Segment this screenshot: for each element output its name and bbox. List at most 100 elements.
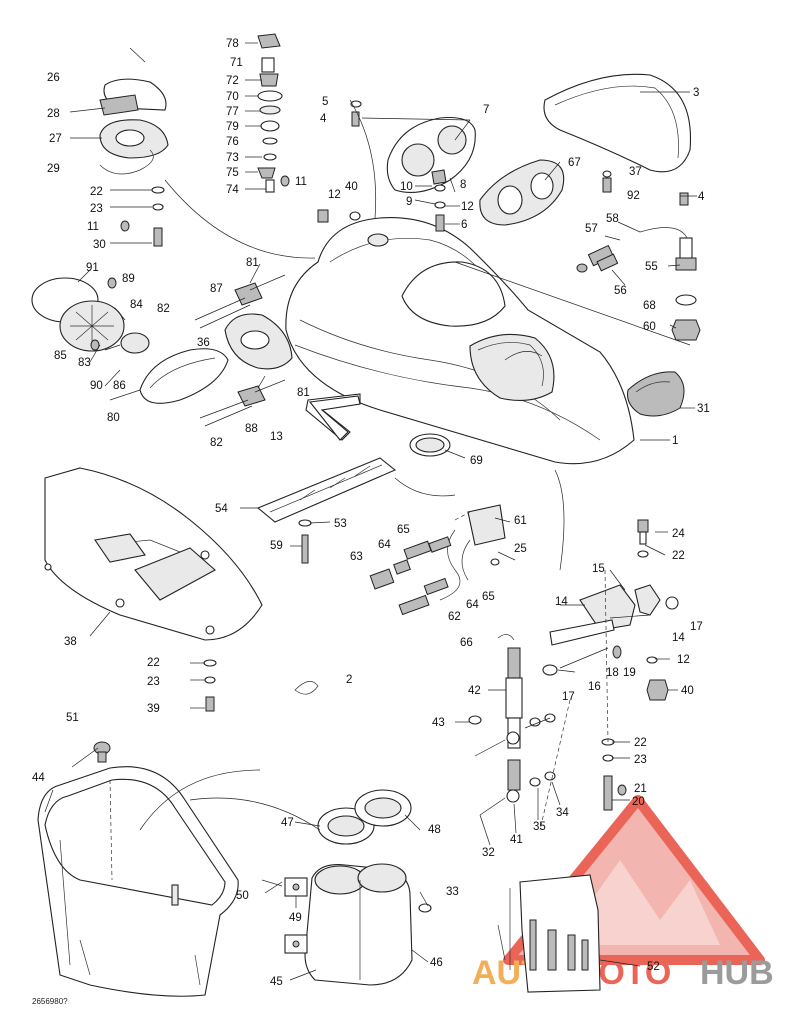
callout-11b: 11 (87, 221, 99, 233)
callout-82a: 82 (157, 303, 170, 315)
callout-78: 78 (226, 38, 239, 50)
callout-62: 62 (448, 611, 461, 623)
callout-89: 89 (122, 273, 135, 285)
part-29-cable (99, 149, 154, 175)
callout-44: 44 (32, 772, 45, 784)
callout-4b: 4 (698, 191, 705, 203)
part-52-tool-kit (497, 874, 601, 993)
callout-16: 16 (588, 681, 601, 693)
part-61-rectifier (439, 504, 506, 601)
callout-66: 66 (460, 637, 473, 649)
part-87-bracket (194, 274, 286, 329)
callout-24: 24 (672, 528, 685, 540)
callout-40b: 40 (681, 685, 694, 697)
callout-81a: 81 (246, 257, 259, 269)
callout-14a: 14 (555, 596, 568, 608)
callout-28: 28 (47, 108, 60, 120)
callout-50: 50 (236, 890, 249, 902)
callout-12a: 12 (328, 189, 341, 201)
callout-64b: 64 (466, 599, 479, 611)
callout-86: 86 (113, 380, 126, 392)
callout-36: 36 (197, 337, 210, 349)
callout-43: 43 (432, 717, 445, 729)
callout-90: 90 (90, 380, 103, 392)
part-51-plug (93, 741, 111, 763)
callout-33: 33 (446, 886, 459, 898)
callout-83: 83 (78, 357, 91, 369)
callout-30: 30 (93, 239, 106, 251)
part-85-mirror-disc (59, 300, 150, 354)
callout-51: 51 (66, 712, 79, 724)
callout-18: 18 (606, 667, 619, 679)
callout-21: 21 (634, 783, 647, 795)
callout-79: 79 (226, 121, 239, 133)
callout-73: 73 (226, 152, 239, 164)
callout-9: 9 (406, 196, 412, 208)
callout-14b: 14 (672, 632, 685, 644)
callout-23b: 23 (147, 676, 160, 688)
callout-59: 59 (270, 540, 283, 552)
callout-38: 38 (64, 636, 77, 648)
part-20-24-bolts (601, 519, 669, 811)
callout-11a: 11 (295, 176, 307, 188)
drawing-code: 2656980? (32, 997, 68, 1006)
callout-57: 57 (585, 223, 598, 235)
part-69-grommet (409, 433, 451, 457)
callout-27: 27 (49, 133, 62, 145)
callout-37: 37 (629, 166, 642, 178)
watermark-text-hub: HUB (700, 954, 774, 992)
callout-49: 49 (289, 912, 302, 924)
callout-20: 20 (632, 796, 645, 808)
callout-91: 91 (86, 262, 99, 274)
callout-64a: 64 (378, 539, 391, 551)
watermark-triangle-inner (560, 860, 720, 945)
callout-25: 25 (514, 543, 527, 555)
callout-39: 39 (147, 703, 160, 715)
callout-84: 84 (130, 299, 143, 311)
part-47-48-lids (317, 789, 412, 845)
callout-45: 45 (270, 976, 283, 988)
callout-61: 61 (514, 515, 527, 527)
part-3-hood (543, 73, 692, 173)
callout-85: 85 (54, 350, 67, 362)
callout-32: 32 (482, 847, 495, 859)
callout-15: 15 (592, 563, 605, 575)
part-88-bracket (199, 379, 286, 427)
callout-23a: 23 (90, 203, 103, 215)
callout-77: 77 (226, 106, 239, 118)
callout-53: 53 (334, 518, 347, 530)
callout-46: 46 (430, 957, 443, 969)
part-46-storage-tube (304, 863, 413, 986)
callout-56: 56 (614, 285, 627, 297)
callout-40a: 40 (345, 181, 358, 193)
part-14-15-hinge (542, 584, 679, 676)
part-44-storage-bin (37, 766, 239, 997)
callout-35: 35 (533, 821, 546, 833)
callout-71: 71 (230, 57, 243, 69)
callout-17b: 17 (690, 621, 703, 633)
callout-48: 48 (428, 824, 441, 836)
part-54-support-plate (256, 457, 397, 523)
callout-29: 29 (47, 163, 60, 175)
callout-41: 41 (510, 834, 523, 846)
callout-7: 7 (483, 104, 489, 116)
callout-31: 31 (697, 403, 710, 415)
callout-12b: 12 (461, 201, 474, 213)
callout-8: 8 (460, 179, 466, 191)
callout-13: 13 (270, 431, 283, 443)
callout-80: 80 (107, 412, 120, 424)
callout-75: 75 (226, 167, 239, 179)
callout-92: 92 (627, 190, 640, 202)
callout-47: 47 (281, 817, 294, 829)
callout-2: 2 (346, 674, 352, 686)
callout-81b: 81 (297, 387, 310, 399)
part-70-79-stack (257, 33, 283, 193)
callout-58: 58 (606, 213, 619, 225)
callout-72: 72 (226, 75, 239, 87)
part-13-handle (308, 395, 361, 441)
part-38-storage-cover (44, 467, 263, 641)
callout-22b: 22 (672, 550, 685, 562)
part-30-screw (151, 186, 165, 247)
callout-54: 54 (215, 503, 228, 515)
